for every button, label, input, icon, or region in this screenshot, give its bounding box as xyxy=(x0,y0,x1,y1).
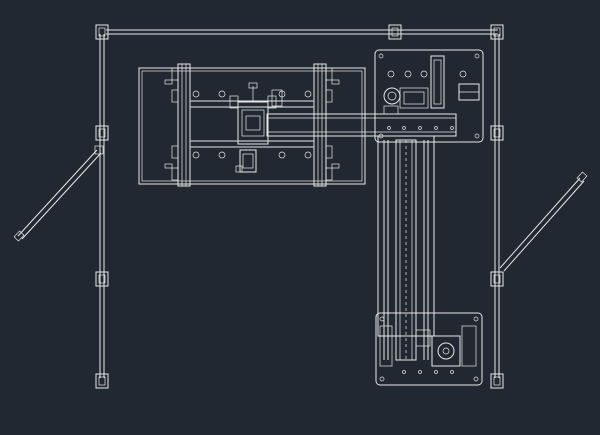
left-swing-arm xyxy=(13,145,104,242)
perimeter-frame xyxy=(99,29,500,378)
frame-connector-top-left xyxy=(95,24,109,40)
frame-connector-right-upper xyxy=(490,125,504,141)
frame-connector-top-right xyxy=(490,24,504,40)
right-swing-arm xyxy=(499,171,588,272)
linear-rail-column xyxy=(377,135,435,361)
frame-connector-left-lower xyxy=(95,271,109,287)
top-motor-block xyxy=(374,49,484,143)
frame-connector-top-mid xyxy=(388,24,402,40)
carriage-assembly xyxy=(138,63,366,187)
frame-connector-left-upper xyxy=(95,125,109,141)
gantry-beam xyxy=(266,113,457,137)
bottom-motor-block xyxy=(375,312,483,386)
frame-connector-right-lower xyxy=(490,271,504,287)
frame-connector-bottom-left xyxy=(95,373,109,389)
frame-connector-bottom-right xyxy=(490,373,504,389)
